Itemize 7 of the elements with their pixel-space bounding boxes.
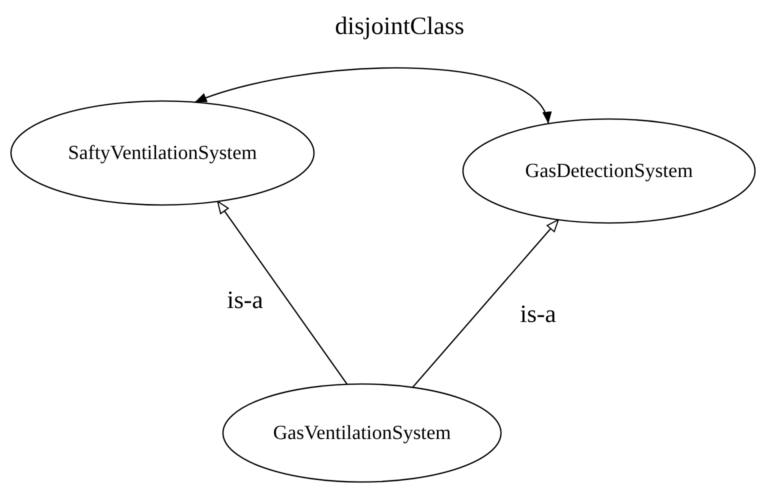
class-name: GasVentilationSystem: [273, 422, 451, 444]
class-name: GasDetectionSystem: [525, 160, 693, 182]
class-name: SaftyVentilationSystem: [68, 142, 257, 164]
edge-label: disjointClass: [333, 14, 466, 39]
arrow: [412, 219, 559, 388]
arrow: [217, 200, 348, 385]
arrow: [194, 67, 549, 124]
